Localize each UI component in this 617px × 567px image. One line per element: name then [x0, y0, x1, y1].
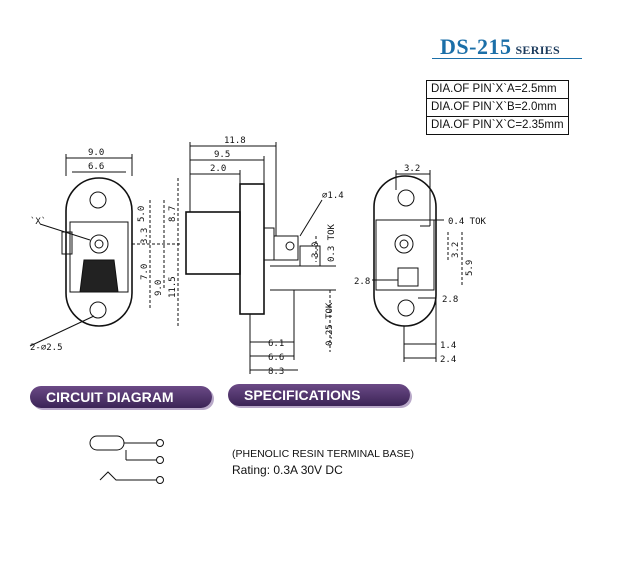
dim-label: 9.0: [154, 280, 164, 296]
dim-label: 5.9: [465, 260, 475, 276]
dim-label: 3.2: [451, 242, 461, 258]
dim-label: 8.7: [168, 206, 178, 222]
pin-x-label: `X`: [30, 216, 46, 227]
dim-label: 2.4: [440, 355, 456, 365]
rear-view: [372, 170, 463, 362]
dim-label: 11.5: [168, 276, 178, 298]
dim-label: 9.5: [214, 150, 230, 160]
circuit-diagram-header: CIRCUIT DIAGRAM: [30, 386, 212, 408]
dim-label: 3.0: [311, 242, 321, 258]
technical-drawing: 9.0 6.6 5.0 3.3 8.7 7.0 9.0 11.5 `X` 2-∅…: [29, 136, 487, 377]
dim-label: 11.8: [224, 136, 246, 146]
pin-diameter-table: DIA.OF PIN`X`A=2.5mm DIA.OF PIN`X`B=2.0m…: [426, 80, 569, 135]
table-row: DIA.OF PIN`X`C=2.35mm: [426, 116, 569, 135]
front-view: [29, 154, 180, 347]
pin-c-cell: DIA.OF PIN`X`C=2.35mm: [426, 116, 569, 135]
hole-label: 2-∅2.5: [30, 343, 63, 353]
circuit-diagram: [89, 435, 164, 484]
dim-label: 6.6: [88, 162, 104, 172]
dim-label: 0.4 TOK: [448, 217, 487, 227]
pin-a-cell: DIA.OF PIN`X`A=2.5mm: [426, 80, 569, 99]
series-label: SERIES: [515, 43, 560, 57]
dim-label: 5.0: [137, 206, 147, 222]
rating-text: Rating: 0.3A 30V DC: [232, 463, 343, 477]
dim-label: 3.3: [140, 228, 150, 244]
pin-b-cell: DIA.OF PIN`X`B=2.0mm: [426, 98, 569, 117]
dim-label: 6.1: [268, 339, 284, 349]
model-name: DS-215: [440, 34, 512, 59]
dim-label: 7.0: [140, 264, 150, 280]
dim-label: 8.3: [268, 367, 284, 377]
dim-label: 2.8: [354, 277, 370, 287]
dim-label: 0.3 TOK: [327, 223, 337, 262]
dim-label: 3.2: [404, 164, 420, 174]
specifications-header: SPECIFICATIONS: [228, 384, 410, 406]
title-underline: [432, 58, 582, 59]
dim-label: 2.0: [210, 164, 226, 174]
dim-label: 6.6: [268, 353, 284, 363]
dim-label: 0.25 TOK: [325, 302, 335, 346]
table-row: DIA.OF PIN`X`A=2.5mm: [426, 80, 569, 99]
dim-label: 2.8: [442, 295, 458, 305]
table-row: DIA.OF PIN`X`B=2.0mm: [426, 98, 569, 117]
dim-label: 9.0: [88, 148, 104, 158]
dim-label: ∅1.4: [322, 191, 344, 201]
side-view: [185, 142, 336, 374]
terminal-base-text: (PHENOLIC RESIN TERMINAL BASE): [232, 448, 415, 460]
dim-label: 1.4: [440, 341, 456, 351]
